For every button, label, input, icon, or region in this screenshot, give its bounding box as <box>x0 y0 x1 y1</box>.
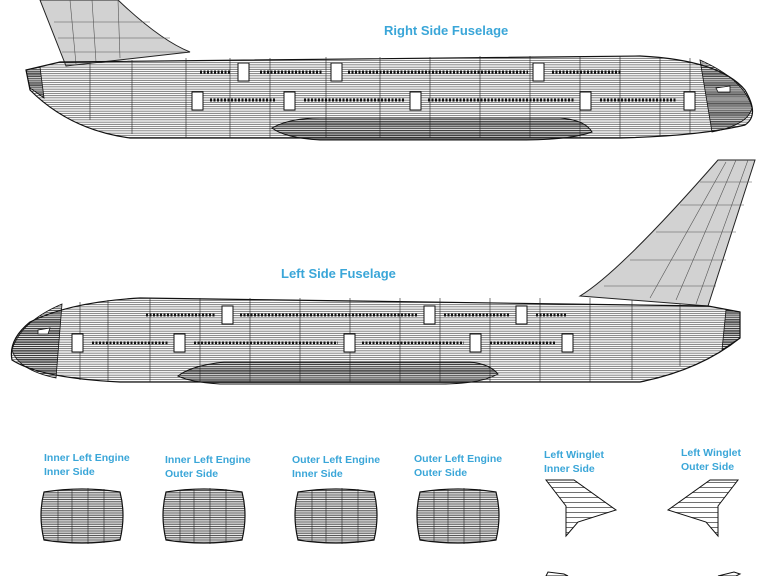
right-fuselage-unwrap <box>25 0 754 141</box>
part-label-line1: Left Winglet <box>544 449 604 461</box>
right-nose <box>699 59 753 133</box>
part-label-line2: Inner Side <box>544 463 595 475</box>
left-belly-fairing <box>177 361 499 385</box>
right-cockpit-window <box>715 85 731 93</box>
right-tail-grid <box>54 0 186 65</box>
left-doors <box>71 305 574 353</box>
left-windows <box>92 313 566 345</box>
left-nose <box>11 303 63 379</box>
part-label-outer-left-engine-outer-side: Outer Left Engine Outer Side <box>414 452 502 480</box>
part-label-line2: Inner Side <box>292 468 343 480</box>
engine-outer-left-outer-side <box>416 488 500 544</box>
part-label-line1: Left Winglet <box>681 447 741 459</box>
part-label-line2: Outer Side <box>681 461 735 473</box>
part-label-line1: Inner Left Engine <box>44 452 130 464</box>
left-cockpit-window <box>37 327 51 335</box>
part-label-line1: Inner Left Engine <box>165 454 251 466</box>
left-fuselage-body <box>10 297 741 383</box>
right-belly-fairing <box>271 117 593 141</box>
part-label-line1: Outer Left Engine <box>414 453 503 465</box>
left-tail-end <box>721 309 741 351</box>
part-label-line2: Inner Side <box>44 466 95 478</box>
winglet-partial-bottom-left <box>545 571 569 576</box>
part-label-line2: Outer Side <box>165 468 219 480</box>
winglet-partial-bottom-right <box>717 571 742 576</box>
engine-outer-left-inner-side <box>294 488 378 544</box>
right-tail-fin <box>39 0 191 67</box>
left-tail-fin <box>578 159 756 307</box>
winglet-inner-side <box>544 479 618 538</box>
right-windows <box>200 70 676 102</box>
part-label-outer-left-engine-inner-side: Outer Left Engine Inner Side <box>292 453 380 481</box>
right-doors <box>191 62 696 111</box>
engine-inner-left-outer-side <box>162 488 246 544</box>
right-tail-end <box>25 66 45 99</box>
left-side-fuselage-title: Left Side Fuselage <box>281 266 396 281</box>
winglet-outer-side <box>666 479 740 538</box>
part-label-left-winglet-outer-side: Left Winglet Outer Side <box>681 446 741 474</box>
part-label-line1: Outer Left Engine <box>292 454 381 466</box>
part-label-inner-left-engine-outer-side: Inner Left Engine Outer Side <box>165 453 251 481</box>
engine-inner-left-inner-side <box>40 488 124 544</box>
part-label-left-winglet-inner-side: Left Winglet Inner Side <box>544 448 604 476</box>
left-fuselage-unwrap <box>10 159 756 385</box>
right-side-fuselage-title: Right Side Fuselage <box>384 23 509 38</box>
left-tail-grid <box>604 159 752 305</box>
part-label-line2: Outer Side <box>414 467 468 479</box>
engine-parts <box>40 488 500 544</box>
part-label-inner-left-engine-inner-side: Inner Left Engine Inner Side <box>44 451 130 479</box>
winglet-parts <box>544 479 742 576</box>
